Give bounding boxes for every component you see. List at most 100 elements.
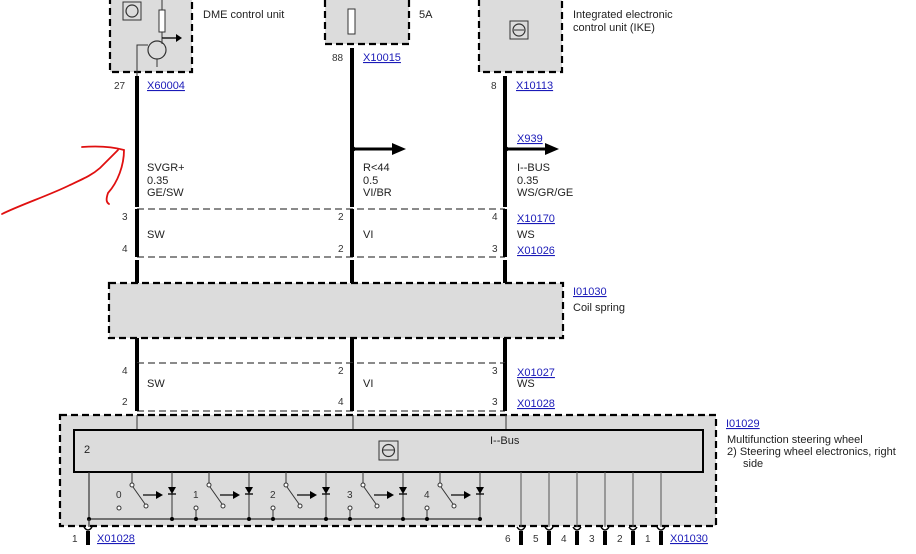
wire-color: GE/SW bbox=[147, 187, 184, 199]
ike-control-unit[interactable] bbox=[477, 0, 564, 74]
bottom-pin: 6 bbox=[505, 472, 526, 545]
dme-control-unit[interactable] bbox=[108, 0, 194, 76]
connector-x10015[interactable]: X10015 bbox=[363, 52, 401, 64]
connector-block-upper[interactable] bbox=[135, 208, 507, 258]
fuse-rating: 5A bbox=[419, 9, 433, 21]
pin-number: 2 bbox=[617, 534, 623, 545]
branch-arrow-ibus bbox=[503, 143, 559, 155]
wire-color-label: SW bbox=[147, 378, 165, 390]
pin-number: 2 bbox=[338, 244, 344, 255]
fuse-box[interactable] bbox=[323, 0, 411, 46]
switch-1: 1 bbox=[193, 472, 253, 521]
coil-spring[interactable] bbox=[107, 281, 565, 340]
connector-x01026[interactable]: X01026 bbox=[517, 245, 555, 257]
diode-icon bbox=[245, 487, 253, 494]
switch-ladder: 0 1 2 3 4 bbox=[87, 472, 484, 527]
steering-wheel-label-line1: Multifunction steering wheel bbox=[727, 434, 863, 446]
steering-wheel-id[interactable]: I01029 bbox=[726, 418, 760, 430]
wire-color: VI/BR bbox=[363, 187, 392, 199]
pin-number: 4 bbox=[122, 244, 128, 255]
switch-0: 0 bbox=[116, 472, 176, 521]
pin-number: 3 bbox=[492, 397, 498, 408]
connector-pin-icon bbox=[628, 526, 638, 531]
ike-pin: 8 bbox=[491, 81, 497, 92]
connector-x10113[interactable]: X10113 bbox=[516, 80, 553, 92]
connector-pin-icon bbox=[516, 526, 526, 531]
connector-pin-icon bbox=[544, 526, 554, 531]
pin-number: 2 bbox=[122, 397, 128, 408]
resistor-icon bbox=[158, 0, 182, 42]
diode-icon bbox=[476, 487, 484, 494]
wire-color-label: WS bbox=[517, 229, 535, 241]
connector-x10170[interactable]: X10170 bbox=[517, 213, 555, 225]
steering-wheel-label-line3: side bbox=[743, 458, 763, 470]
dme-label: DME control unit bbox=[203, 9, 284, 21]
switch-label: 2 bbox=[270, 490, 276, 501]
pin-number: 4 bbox=[561, 534, 567, 545]
connector-x939[interactable]: X939 bbox=[517, 133, 543, 145]
wire-gauge: 0.5 bbox=[363, 175, 378, 187]
pin-number: 1 bbox=[72, 534, 78, 545]
pin-number: 2 bbox=[338, 366, 344, 377]
ibus-label: I--Bus bbox=[490, 435, 520, 447]
switch-label: 0 bbox=[116, 490, 122, 501]
wire-color-label: VI bbox=[363, 378, 373, 390]
ike-label-line2: control unit (IKE) bbox=[573, 22, 655, 34]
diode-icon bbox=[322, 487, 330, 494]
connector-x01030[interactable]: X01030 bbox=[670, 533, 708, 545]
wire-signal: SVGR+ bbox=[147, 162, 185, 174]
bottom-pin: 4 bbox=[561, 472, 582, 545]
pin-number: 1 bbox=[645, 534, 651, 545]
diode-icon bbox=[168, 487, 176, 494]
multifunction-steering-wheel[interactable] bbox=[58, 413, 718, 528]
wire-signal: R<44 bbox=[363, 162, 390, 174]
pin-number: 3 bbox=[589, 534, 595, 545]
bottom-pin: 5 bbox=[533, 472, 554, 545]
switch-3: 3 bbox=[347, 472, 407, 521]
connector-pin-icon bbox=[656, 526, 666, 531]
control-unit-icon bbox=[122, 1, 142, 21]
connector-pin-icon bbox=[600, 526, 610, 531]
branch-arrow-r44 bbox=[350, 143, 406, 155]
pin-number: 4 bbox=[338, 397, 344, 408]
pin-number: 4 bbox=[122, 366, 128, 377]
wire-color-label: WS bbox=[517, 378, 535, 390]
fuse-pin: 88 bbox=[332, 53, 344, 64]
wire-color: WS/GR/GE bbox=[517, 187, 573, 199]
bottom-pin: 3 bbox=[589, 472, 610, 545]
switch-label: 3 bbox=[347, 490, 353, 501]
switch-2: 2 bbox=[270, 472, 330, 521]
bottom-pin: 1 bbox=[645, 472, 666, 545]
connector-x01027[interactable]: X01027 bbox=[517, 367, 555, 379]
switch-4: 4 bbox=[424, 472, 484, 521]
wire-color-label: SW bbox=[147, 229, 165, 241]
pin-number: 3 bbox=[122, 212, 128, 223]
connector-x01028-wheel[interactable]: X01028 bbox=[97, 533, 135, 545]
wire-color-label: VI bbox=[363, 229, 373, 241]
connector-x01028[interactable]: X01028 bbox=[517, 398, 555, 410]
switch-label: 4 bbox=[424, 490, 430, 501]
wire-gauge: 0.35 bbox=[147, 175, 168, 187]
pin-number: 4 bbox=[492, 212, 498, 223]
control-unit-icon bbox=[509, 20, 529, 40]
coil-spring-label: Coil spring bbox=[573, 302, 625, 314]
coil-spring-id[interactable]: I01030 bbox=[573, 286, 607, 298]
inner-pin: 2 bbox=[84, 444, 90, 456]
dme-pin: 27 bbox=[114, 81, 126, 92]
ike-label-line1: Integrated electronic bbox=[573, 9, 673, 21]
pin-number: 3 bbox=[492, 244, 498, 255]
control-unit-icon bbox=[378, 440, 399, 461]
bottom-pin: 2 bbox=[617, 472, 638, 545]
connector-block-lower[interactable] bbox=[135, 362, 507, 412]
wire-gauge: 0.35 bbox=[517, 175, 538, 187]
pin-number: 2 bbox=[338, 212, 344, 223]
switch-label: 1 bbox=[193, 490, 199, 501]
connector-pin-icon bbox=[572, 526, 582, 531]
steering-wheel-label-line2: 2) Steering wheel electronics, right bbox=[727, 446, 896, 458]
fuse-icon bbox=[347, 8, 356, 35]
connector-x60004[interactable]: X60004 bbox=[147, 80, 185, 92]
pin-number: 5 bbox=[533, 534, 539, 545]
wire-signal: I--BUS bbox=[517, 162, 550, 174]
